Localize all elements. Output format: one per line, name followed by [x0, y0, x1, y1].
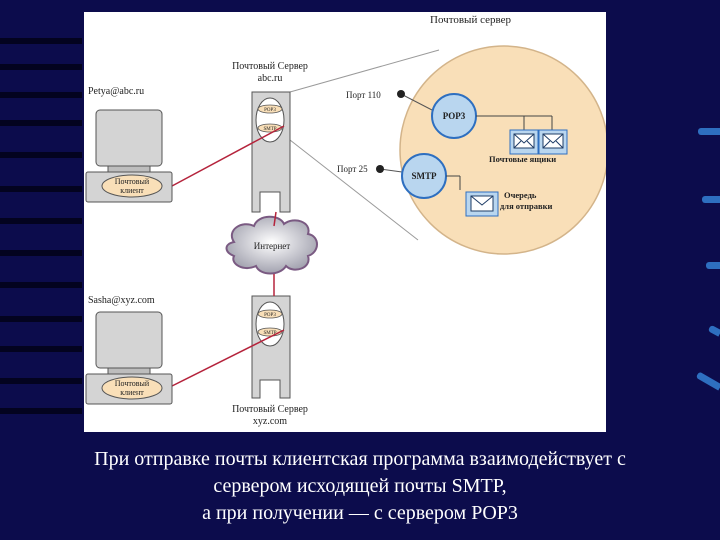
- caption-line-1: При отправке почты клиентская программа …: [94, 448, 626, 470]
- queue-label-1: Очередь: [504, 190, 537, 200]
- outgoing-queue-icon: [465, 191, 499, 217]
- server-bottom-domain: xyz.com: [253, 416, 287, 427]
- mail-diagram: Почтовый сервер Порт 110 Порт 25 POP3: [84, 12, 606, 432]
- server-bottom-pop3-badge: POP3: [264, 313, 276, 318]
- mailbox-icon: [538, 129, 568, 155]
- server-top-smtp-badge: SMTP: [263, 127, 276, 132]
- link-client-bottom-server: [171, 329, 285, 387]
- port-25-dot: [376, 165, 384, 173]
- server-detail-circle: [399, 45, 606, 255]
- client-bottom-label-2: клиент: [120, 388, 144, 397]
- slide-caption: При отправке почты клиентская программа …: [0, 446, 720, 527]
- link-client-top-server: [171, 125, 285, 187]
- mailbox-icon: [509, 129, 539, 155]
- server-tower-bottom: [251, 295, 291, 399]
- client-top-label-1: Почтовый: [115, 177, 150, 186]
- internet-cloud: [225, 215, 318, 275]
- internet-label: Интернет: [254, 241, 291, 251]
- caption-line-3: а при получении — с сервером POP3: [202, 502, 518, 524]
- diagram-svg: Почтовый сервер Порт 110 Порт 25 POP3: [85, 14, 606, 427]
- pop3-node-label: POP3: [443, 111, 466, 121]
- link-server-top-internet: [273, 211, 277, 227]
- caption-line-2: сервером исходящей почты SMTP,: [213, 475, 507, 497]
- mail-server-title: Почтовый сервер: [430, 14, 511, 26]
- port-110-link: [400, 93, 433, 111]
- server-top-title: Почтовый Сервер: [232, 61, 308, 72]
- queue-label-2: для отправки: [500, 201, 552, 211]
- right-marker: [702, 196, 720, 203]
- right-marker: [695, 371, 720, 391]
- server-bottom-title: Почтовый Сервер: [232, 404, 308, 415]
- user-top-email: Petya@abc.ru: [88, 86, 144, 97]
- user-bottom-email: Sasha@xyz.com: [88, 295, 155, 306]
- client-computer-top: [85, 109, 173, 203]
- server-top-pop3-badge: POP3: [264, 108, 276, 113]
- smtp-node-label: SMTP: [411, 171, 437, 181]
- right-marker: [698, 128, 720, 135]
- port-110-dot: [397, 90, 405, 98]
- client-top-label-2: клиент: [120, 186, 144, 195]
- left-stripes-decoration: [0, 0, 82, 540]
- client-bottom-label-1: Почтовый: [115, 379, 150, 388]
- server-top-domain: abc.ru: [258, 73, 283, 84]
- zoom-line: [289, 139, 419, 241]
- server-tower-top: [251, 91, 291, 213]
- client-computer-bottom: [85, 311, 173, 405]
- port-25-label: Порт 25: [337, 164, 368, 174]
- mailboxes-label: Почтовые ящики: [489, 154, 556, 164]
- right-marker: [707, 324, 720, 337]
- server-bottom-smtp-badge: SMTP: [263, 331, 276, 336]
- right-marker: [706, 262, 720, 269]
- port-110-label: Порт 110: [346, 90, 381, 100]
- zoom-line: [289, 49, 440, 93]
